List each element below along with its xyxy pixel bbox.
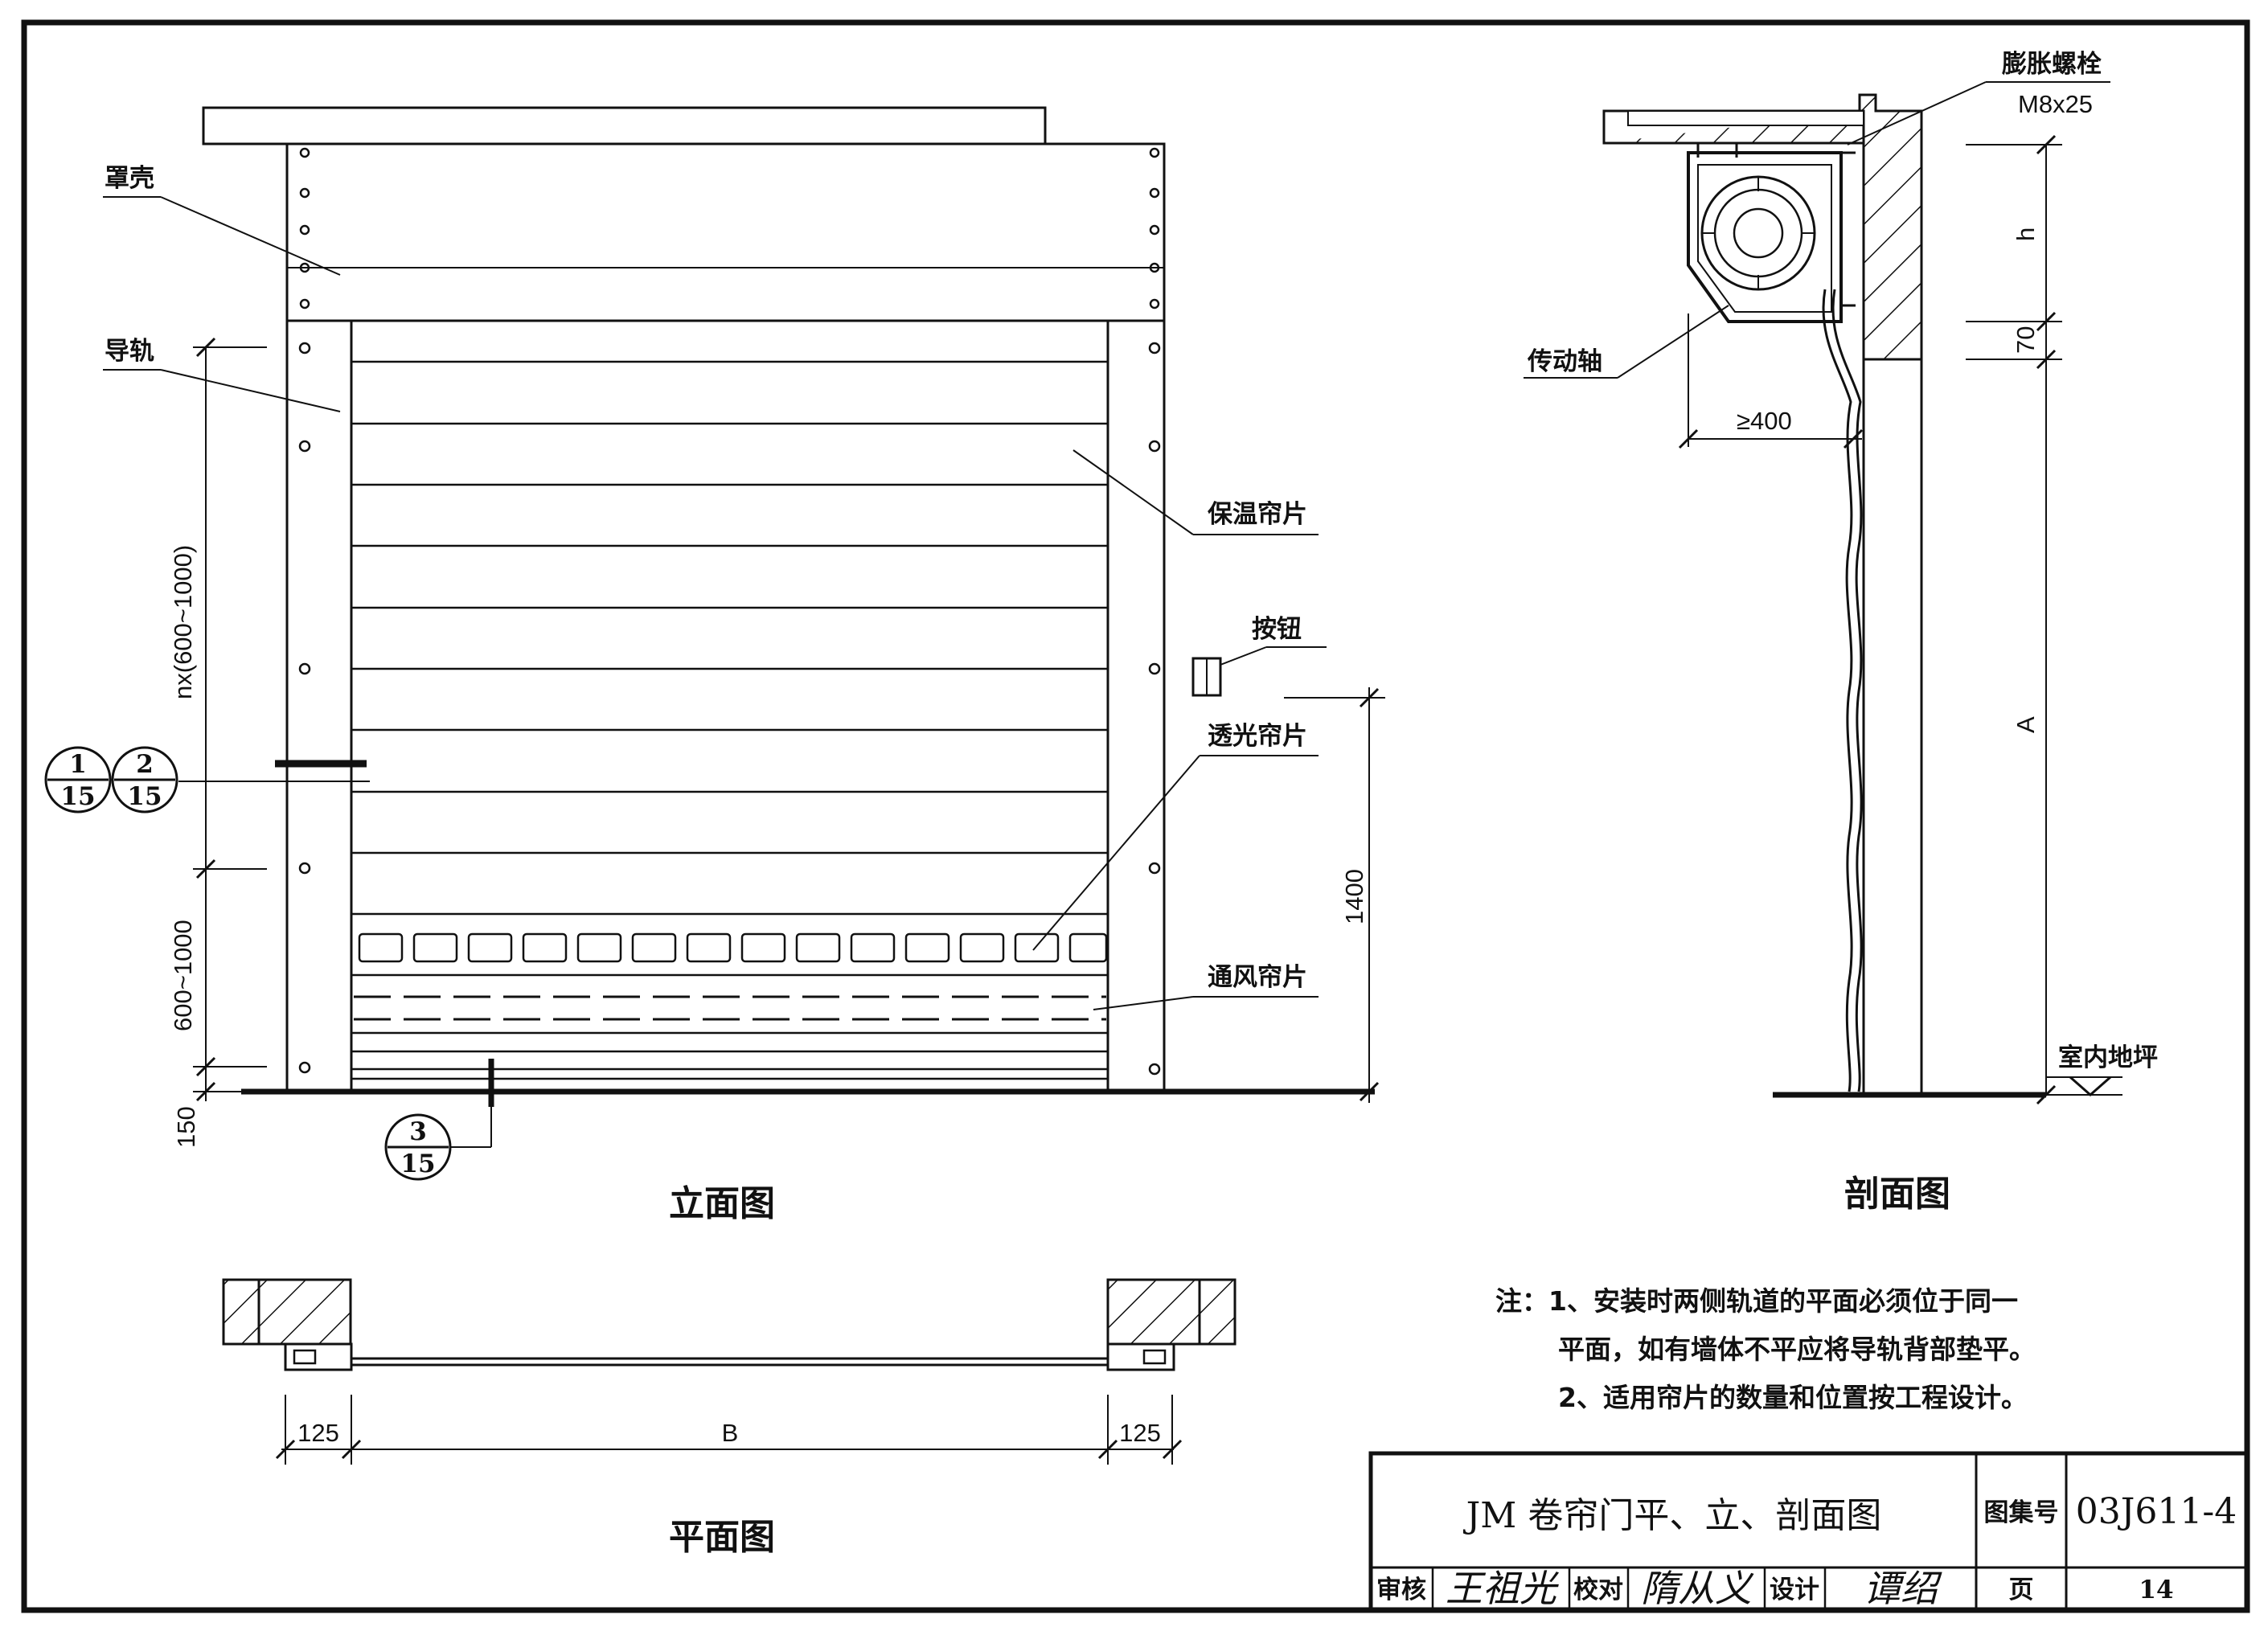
- plan-rail-right: [1106, 1342, 1175, 1371]
- svg-text:2: 2: [136, 750, 154, 779]
- check-label: 校对: [1573, 1576, 1623, 1604]
- label-floor: 室内地坪: [2058, 1043, 2158, 1072]
- label-transparent-slat: 透光帘片: [1208, 722, 1307, 751]
- dim-lower-height: 600~1000: [169, 920, 197, 1031]
- cover-housing: [285, 142, 1166, 322]
- dim-upper-height: nx(600~1000): [169, 545, 197, 699]
- detail-ref-3: 3 15: [384, 1113, 452, 1181]
- plan-title: 平面图: [669, 1517, 775, 1558]
- sheet-border: [21, 19, 2250, 1613]
- design-label: 设计: [1770, 1576, 1819, 1604]
- page-no: 14: [2139, 1576, 2173, 1604]
- note-line-3: 2、适用帘片的数量和位置按工程设计。: [1558, 1382, 2028, 1413]
- atlas-no: 03J611-4: [2076, 1491, 2237, 1532]
- dim-a: A: [2012, 716, 2040, 733]
- label-vent-slat: 通风帘片: [1208, 963, 1307, 992]
- plan-dim-right: 125: [1119, 1419, 1161, 1447]
- elevation-view: [103, 106, 1385, 1148]
- plan-dim-left: 125: [297, 1419, 339, 1447]
- note-line-1: 注：1、安装时两侧轨道的平面必须位于同一: [1495, 1285, 2018, 1317]
- label-bolt-size: M8x25: [2018, 90, 2093, 118]
- design-signature: 谭绍: [1864, 1567, 1942, 1610]
- plan-view: [222, 1278, 1237, 1465]
- dim-bottom: 150: [172, 1106, 200, 1148]
- section-title: 剖面图: [1844, 1174, 1950, 1215]
- drive-shaft-drum: [1700, 175, 1816, 291]
- dim-min-depth: ≥400: [1737, 407, 1792, 435]
- vent-slat-openings: [354, 995, 1106, 1021]
- review-label: 审核: [1376, 1576, 1426, 1604]
- svg-text:15: 15: [60, 782, 95, 811]
- cover-slab: [202, 106, 1047, 145]
- section-curtain: [1822, 289, 1853, 1092]
- dim-h: h: [2012, 227, 2040, 241]
- plan-dim-width: B: [722, 1419, 739, 1447]
- floor-level-marker: [2069, 1076, 2111, 1096]
- section-housing: [1687, 151, 1843, 323]
- label-bolt: 膨胀螺栓: [2002, 50, 2102, 79]
- rail-holes: [298, 147, 1161, 1076]
- check-signature: 隋从义: [1641, 1567, 1754, 1610]
- title-block: [1368, 1451, 2250, 1613]
- plan-rail-left: [284, 1342, 353, 1371]
- svg-text:1: 1: [69, 750, 87, 779]
- elevation-title: 立面图: [669, 1183, 775, 1224]
- svg-text:3: 3: [409, 1117, 427, 1146]
- detail-ref-2: 2 15: [111, 746, 178, 813]
- svg-text:15: 15: [127, 782, 162, 811]
- insulated-slats: [351, 360, 1108, 916]
- plan-wall-right: [1106, 1278, 1237, 1346]
- review-signature: 王祖光: [1446, 1567, 1560, 1610]
- svg-text:15: 15: [400, 1149, 435, 1178]
- dim-70: 70: [2012, 326, 2040, 354]
- label-insulated-slat: 保温帘片: [1208, 500, 1307, 529]
- atlas-label: 图集号: [1984, 1498, 2059, 1527]
- guide-rail-right: [1106, 319, 1166, 1092]
- drawing-title: JM 卷帘门平、立、剖面图: [1463, 1495, 1882, 1536]
- label-drive-shaft: 传动轴: [1527, 347, 1602, 376]
- dim-button-height: 1400: [1340, 869, 1368, 924]
- label-cover: 罩壳: [105, 164, 154, 193]
- section-view: [1524, 81, 2122, 1105]
- page-label: 页: [2009, 1576, 2034, 1604]
- transparent-slat-windows: [358, 932, 1108, 963]
- guide-rail-left: [285, 319, 353, 1092]
- detail-ref-1: 1 15: [44, 746, 112, 813]
- note-line-2: 平面，如有墙体不平应将导轨背部垫平。: [1558, 1334, 2036, 1365]
- label-guide-rail: 导轨: [105, 337, 154, 366]
- plan-wall-left: [222, 1278, 352, 1346]
- label-button: 按钮: [1252, 615, 1302, 644]
